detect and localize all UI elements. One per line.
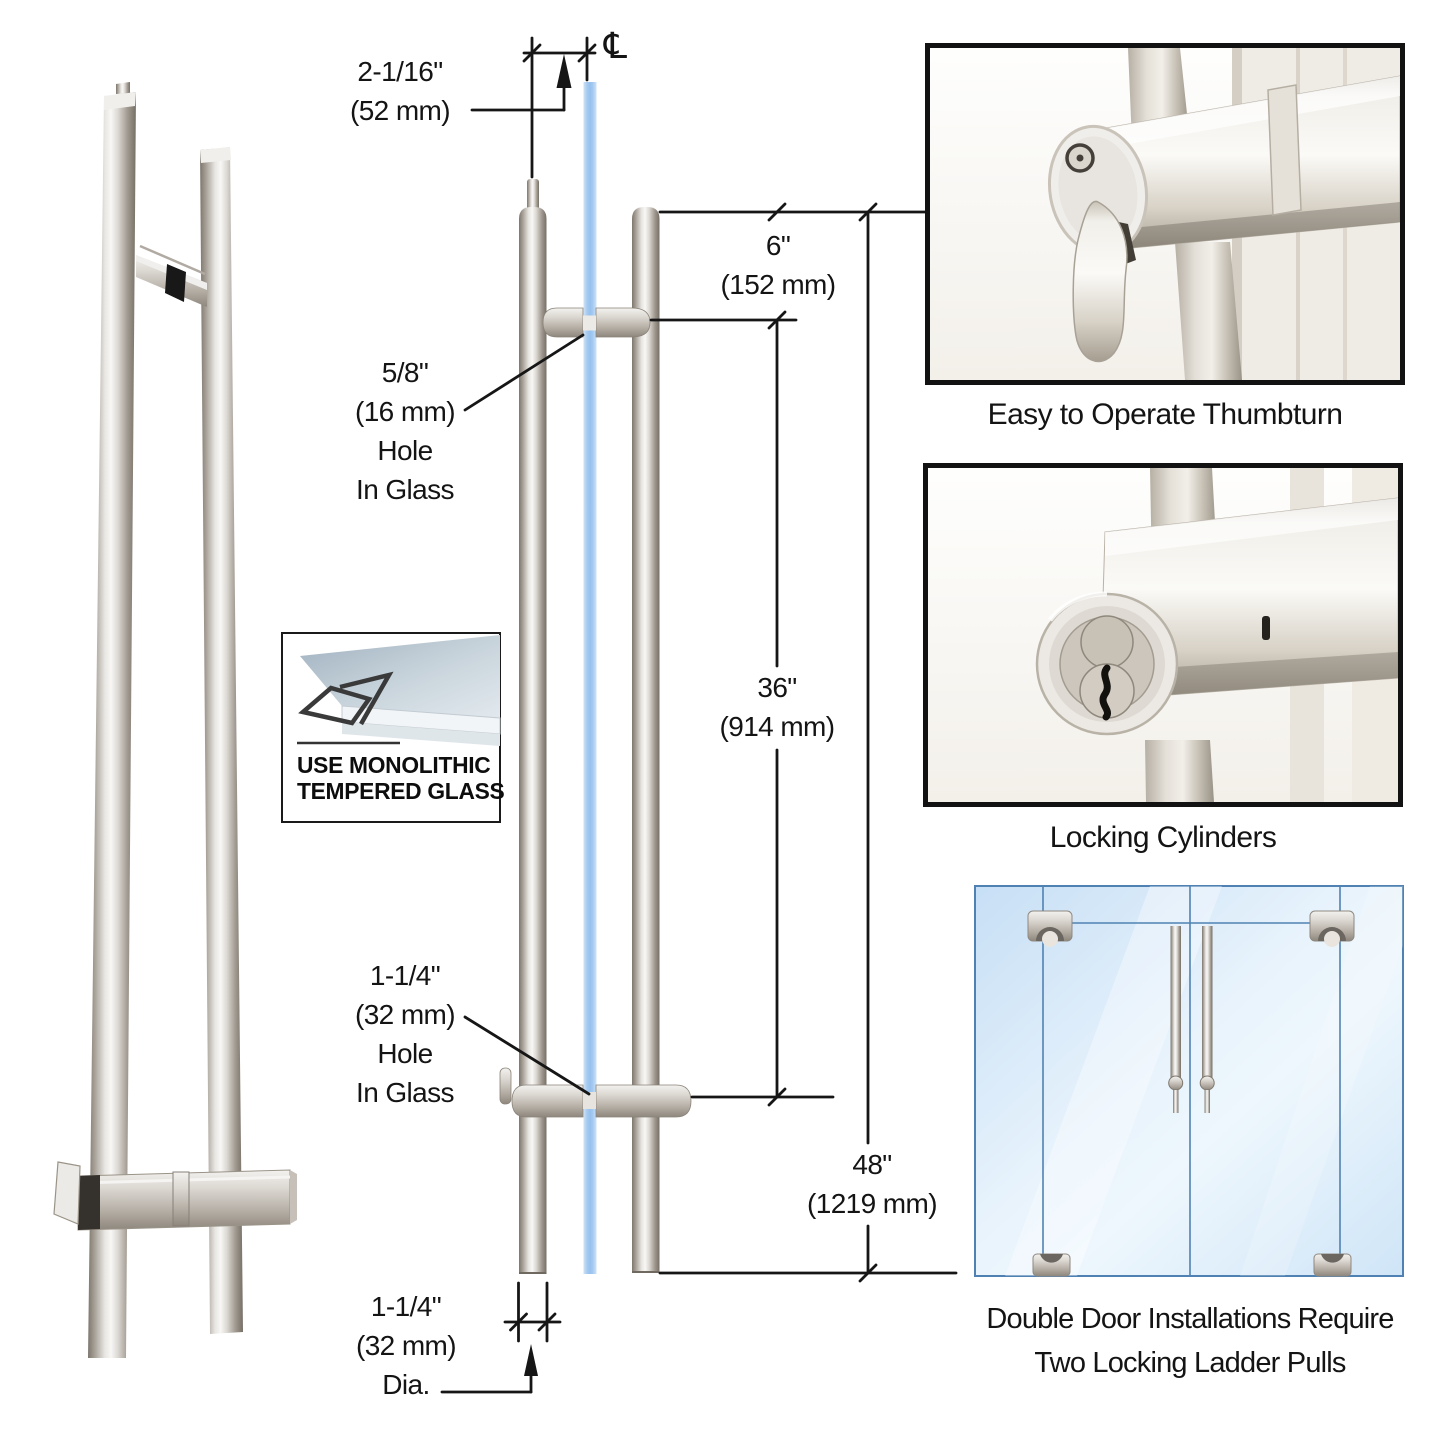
dim-thirtysix-label: 36" (914 mm) [719, 672, 836, 742]
double-door-caption: Double Door Installations Require Two Lo… [986, 1303, 1394, 1379]
housing-slot [1262, 616, 1270, 640]
left-tube [519, 207, 547, 1273]
thumbturn-lever-photo [1072, 200, 1128, 363]
dim-six-label: 6" (152 mm) [720, 230, 837, 300]
tempered-glass-badge-text: USE MONOLITHIC TEMPERED GLASS [297, 752, 505, 804]
dimension-arrowheads [524, 54, 572, 1376]
upper-clamp-left [542, 307, 584, 338]
locking-cylinder-photo [923, 463, 1403, 807]
locking-cylinders-caption: Locking Cylinders [1049, 821, 1277, 854]
dim-top-hole-label: 5/8" (16 mm) Hole In Glass [354, 357, 456, 505]
glass-pane [583, 82, 597, 1274]
thumbturn-caption: Easy to Operate Thumbturn [987, 398, 1343, 431]
thumbturn-lever-diagram [499, 1067, 512, 1105]
left-tube-stem [527, 179, 539, 211]
door-pulls [1168, 926, 1215, 1113]
product-photo-ladder-pull [53, 82, 297, 1358]
patch-fitting-bottom-left [1032, 1253, 1071, 1277]
dim-fortyeight-label: 48" (1219 mm) [807, 1149, 938, 1219]
thumbturn-photo [925, 43, 1405, 385]
badge-logo-mark [298, 671, 394, 726]
double-door-illustration [974, 885, 1404, 1277]
patch-fitting-top-right [1309, 910, 1355, 947]
tempered-glass-badge [281, 632, 501, 823]
dim-offset-label: 2-1/16" (52 mm) [349, 56, 451, 126]
lock-housing-right [595, 1084, 692, 1118]
centerline-symbol: ℄ [604, 26, 628, 67]
patch-fitting-bottom-right [1313, 1253, 1352, 1277]
right-tube [632, 207, 660, 1272]
keyway [1099, 664, 1111, 721]
upper-clamp-right [595, 307, 651, 338]
lock-housing-left [511, 1084, 584, 1118]
technical-diagram [499, 82, 692, 1274]
dim-diameter-label: 1-1/4" (32 mm) Dia. [355, 1291, 457, 1400]
dim-bottom-hole-label: 1-1/4" (32 mm) Hole In Glass [354, 960, 456, 1108]
cylinder-core-top [1080, 615, 1134, 669]
patch-fitting-top-left [1027, 910, 1073, 947]
